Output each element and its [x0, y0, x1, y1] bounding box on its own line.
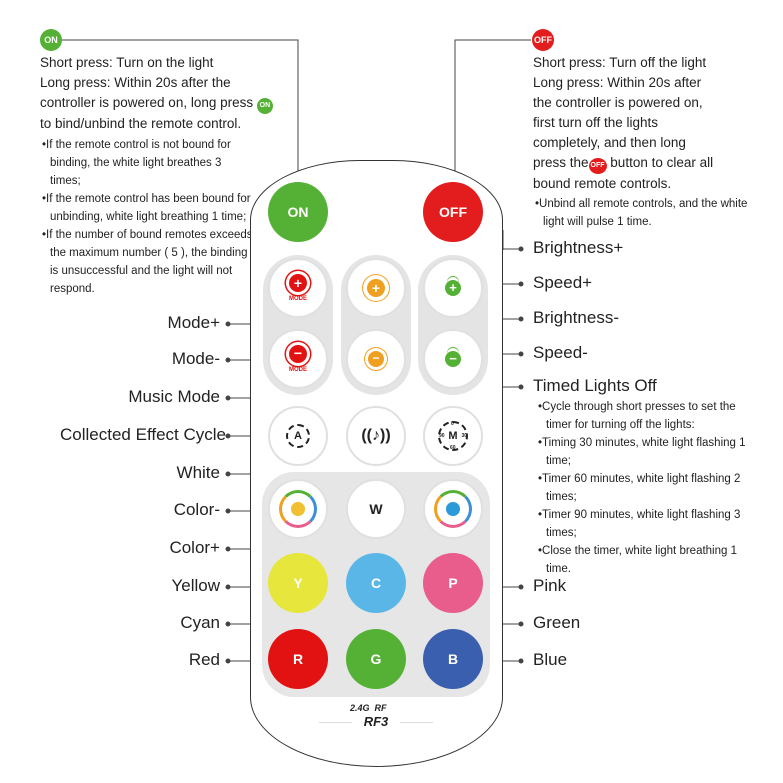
on-badge-inline: ON	[256, 98, 273, 114]
label-speed-minus: Speed-	[533, 343, 588, 362]
timer-button[interactable]: M 0 30 60 90	[423, 406, 483, 466]
bullet: •If the remote control has been bound fo…	[42, 193, 251, 223]
timer-30: 30	[461, 433, 467, 439]
label-red: Red	[188, 650, 220, 669]
pink-button[interactable]: P	[423, 553, 483, 613]
color-minus-button[interactable]	[268, 479, 328, 539]
timer-60: 60	[450, 445, 456, 451]
label-pink: Pink	[533, 576, 567, 595]
off-note-line: Long press: Within 20s after	[533, 75, 702, 90]
off-bullets: •Unbind all remote controls, and the whi…	[533, 195, 753, 231]
label-speed-plus: Speed+	[533, 273, 593, 292]
bullet: •Timing 30 minutes, white light flashing…	[538, 437, 746, 467]
mode-plus-button[interactable]: + MODE	[268, 258, 328, 318]
sun-plus-icon: +	[367, 279, 385, 297]
bullet: •Timer 60 minutes, white light flashing …	[538, 473, 741, 503]
on-bullets: •If the remote control is not bound for …	[40, 136, 255, 298]
speed-minus-icon: −	[445, 351, 461, 367]
on-note: Short press: Turn on the light Long pres…	[40, 53, 300, 134]
off-note: Short press: Turn off the light Long pre…	[533, 53, 773, 194]
auto-cycle-button[interactable]: A	[268, 406, 328, 466]
label-brightness-plus: Brightness+	[533, 238, 624, 257]
rf-label: 2.4G RF	[350, 703, 387, 713]
on-note-line: controller is powered on, long press	[40, 95, 254, 110]
bullet: •If the remote control is not bound for …	[42, 139, 231, 187]
timer-0: 0	[451, 421, 454, 427]
mode-text: MODE	[289, 296, 307, 302]
model-label: RF3	[352, 714, 400, 729]
bullet: •If the number of bound remotes exceeds …	[42, 229, 253, 295]
cyan-button[interactable]: C	[346, 553, 406, 613]
label-music-mode: Music Mode	[128, 387, 220, 406]
label-green: Green	[533, 613, 581, 632]
off-badge-inline: OFF	[588, 158, 607, 174]
label-mode-plus: Mode+	[167, 313, 220, 332]
off-note-line: first turn off the lights	[533, 115, 659, 130]
off-note-line: bound remote controls.	[533, 176, 672, 191]
brightness-plus-button[interactable]: +	[346, 258, 406, 318]
off-note-line: the controller is powered on,	[533, 95, 703, 110]
bullet: •Close the timer, white light breathing …	[538, 545, 737, 575]
label-blue: Blue	[533, 650, 568, 669]
label-timed-off: Timed Lights Off	[533, 376, 657, 395]
green-button[interactable]: G	[346, 629, 406, 689]
blue-button[interactable]: B	[423, 629, 483, 689]
off-note-line: press the	[533, 155, 589, 170]
timer-icon: M 0 30 60 90	[438, 421, 468, 451]
timer-note: •Cycle through short presses to set the …	[536, 398, 746, 578]
music-mode-button[interactable]: ((♪))	[346, 406, 406, 466]
red-button[interactable]: R	[268, 629, 328, 689]
timer-m: M	[448, 430, 458, 442]
off-badge: OFF	[532, 29, 554, 51]
label-color-minus: Color-	[173, 500, 220, 519]
cycle-icon: A	[286, 424, 310, 448]
label-white: White	[176, 463, 220, 482]
off-note-line: button to clear all	[610, 155, 714, 170]
minus-icon: −	[289, 345, 307, 363]
off-note-line: Short press: Turn off the light	[533, 55, 707, 70]
brightness-minus-button[interactable]: −	[346, 329, 406, 389]
music-note-icon: ((♪))	[361, 427, 391, 444]
on-button[interactable]: ON	[268, 182, 328, 242]
label-cyan: Cyan	[180, 613, 220, 632]
sun-minus-icon: −	[368, 351, 384, 367]
color-wheel-icon	[279, 490, 317, 528]
on-badge: ON	[40, 29, 62, 51]
yellow-button[interactable]: Y	[268, 553, 328, 613]
mode-text: MODE	[289, 367, 307, 373]
label-mode-minus: Mode-	[171, 349, 220, 368]
on-note-line: to bind/unbind the remote control.	[40, 116, 242, 131]
bullet: •Cycle through short presses to set the …	[538, 401, 736, 431]
label-color-plus: Color+	[169, 538, 220, 557]
bullet: •Timer 90 minutes, white light flashing …	[538, 509, 741, 539]
off-note-line: completely, and then long	[533, 135, 686, 150]
timer-90: 90	[439, 433, 445, 439]
on-note-line: Short press: Turn on the light	[40, 55, 214, 70]
on-note-line: Long press: Within 20s after the	[40, 75, 231, 90]
color-wheel-icon	[434, 490, 472, 528]
speed-plus-icon: +	[445, 280, 461, 296]
color-plus-button[interactable]	[423, 479, 483, 539]
speed-minus-button[interactable]: −	[423, 329, 483, 389]
white-button[interactable]: W	[346, 479, 406, 539]
label-collected-effect: Collected Effect Cycle	[60, 425, 226, 444]
mode-minus-button[interactable]: − MODE	[268, 329, 328, 389]
label-brightness-minus: Brightness-	[533, 308, 619, 327]
label-yellow: Yellow	[171, 576, 220, 595]
off-button[interactable]: OFF	[423, 182, 483, 242]
bullet: •Unbind all remote controls, and the whi…	[535, 198, 748, 228]
plus-icon: +	[289, 274, 307, 292]
speed-plus-button[interactable]: +	[423, 258, 483, 318]
